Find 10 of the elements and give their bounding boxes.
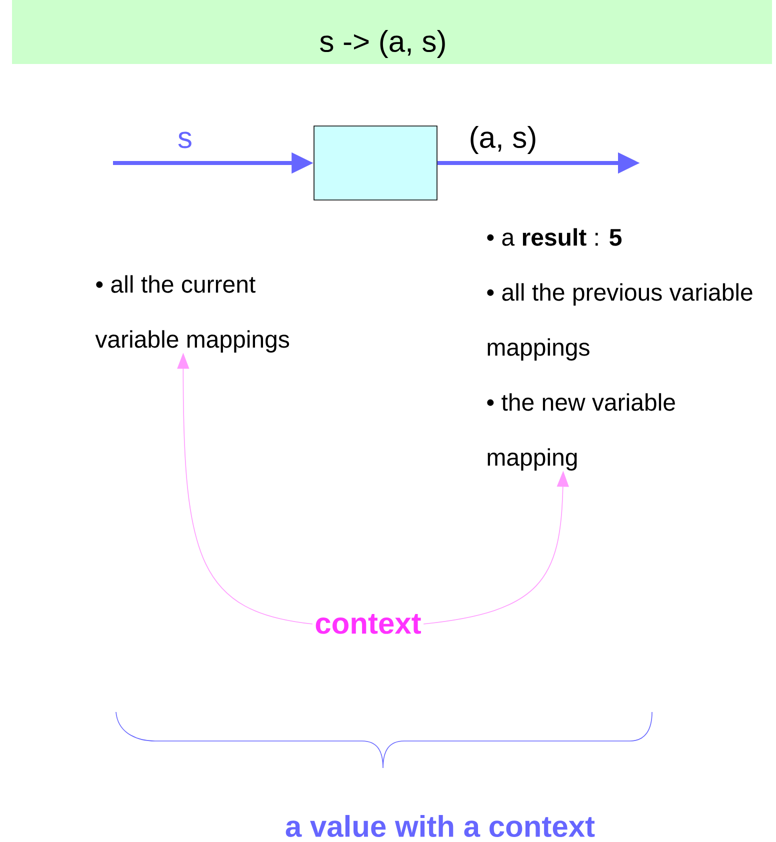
context-label: context [316, 614, 421, 634]
edge-label: s [176, 130, 194, 150]
caption-text: a value with a context [286, 814, 595, 838]
title-band: s -> (a, s) [12, 0, 772, 64]
bullet-text: • all the current variable mappings [95, 275, 290, 353]
edge-label: (a, s) [468, 125, 538, 155]
bullet-text: • all the previous variable mappings [487, 283, 752, 361]
bullet-text: • the new variable mapping [487, 393, 675, 471]
process-box [314, 126, 438, 200]
bullet-text: • a result : 5 [487, 228, 622, 246]
